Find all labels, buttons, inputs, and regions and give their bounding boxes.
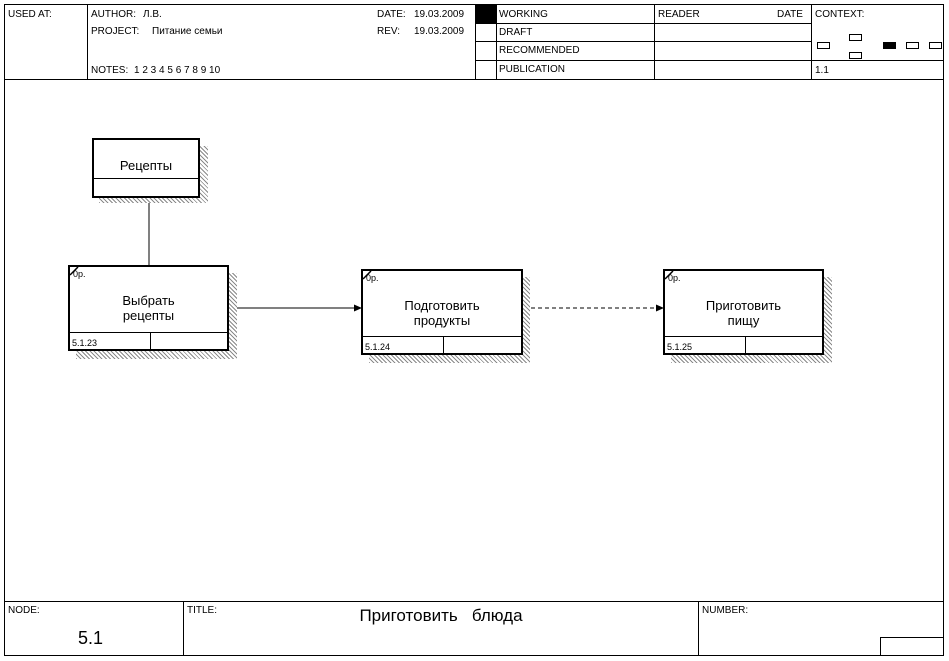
status-working: WORKING — [499, 9, 548, 20]
header-divider — [654, 4, 655, 80]
node-label: NODE: — [8, 605, 40, 616]
project-value: Питание семьи — [152, 26, 223, 37]
rev-label: REV: — [377, 26, 400, 37]
box-divider — [363, 336, 521, 337]
context-number: 1.1 — [815, 65, 829, 76]
header-block — [4, 4, 944, 80]
number-label: NUMBER: — [702, 605, 749, 616]
activity-label-select-recipes: Выбрать рецепты — [122, 293, 175, 323]
footer-divider — [183, 601, 184, 656]
activity-label-prepare-products: Подготовить продукты — [404, 298, 480, 328]
header-divider — [87, 4, 88, 80]
footer-divider — [698, 601, 699, 656]
author-label: AUTHOR: — [91, 9, 136, 20]
activity-box-prepare-products[interactable]: 0р. Подготовить продукты 5.1.24 — [361, 269, 523, 355]
corner-tick — [665, 271, 674, 280]
context-box — [849, 52, 862, 59]
notes-value: 1 2 3 4 5 6 7 8 9 10 — [134, 65, 221, 76]
author-value: Л.В. — [143, 9, 162, 20]
diagram-title: Приготовить блюда — [359, 606, 523, 625]
header-divider — [496, 4, 497, 80]
used-at-label: USED AT: — [8, 9, 52, 20]
header-divider — [475, 4, 476, 80]
box-divider — [443, 336, 444, 353]
title-label: TITLE: — [187, 605, 218, 616]
reader-date-label: DATE — [777, 9, 803, 20]
project-label: PROJECT: — [91, 26, 140, 37]
data-store-divider — [94, 178, 198, 179]
context-box — [929, 42, 942, 49]
status-row-line — [475, 60, 811, 61]
notes-label: NOTES: — [91, 65, 129, 76]
context-label: CONTEXT: — [815, 9, 865, 20]
status-row-line — [475, 41, 811, 42]
number-subbox — [880, 637, 944, 656]
node-value: 5.1 — [78, 628, 104, 648]
box-op-label: 0р. — [366, 273, 379, 283]
date-label: DATE: — [377, 9, 406, 20]
footer-top-line — [4, 601, 944, 602]
diagram-frame — [4, 4, 944, 656]
box-divider — [745, 336, 746, 353]
context-box — [906, 42, 919, 49]
working-status-marker — [476, 5, 496, 23]
activity-number: 5.1.23 — [72, 338, 98, 348]
corner-tick — [70, 267, 79, 276]
data-store-recipes[interactable]: Рецепты — [92, 138, 200, 198]
box-op-label: 0р. — [668, 273, 681, 283]
status-draft: DRAFT — [499, 27, 533, 38]
box-divider — [665, 336, 822, 337]
activity-box-cook-food[interactable]: 0р. Приготовить пищу 5.1.25 — [663, 269, 824, 355]
context-box-current — [883, 42, 896, 49]
corner-tick — [363, 271, 372, 280]
status-recommended: RECOMMENDED — [499, 45, 580, 56]
activity-box-select-recipes[interactable]: 0р. Выбрать рецепты 5.1.23 — [68, 265, 229, 351]
context-box — [849, 34, 862, 41]
activity-number: 5.1.25 — [667, 342, 693, 352]
date-value: 19.03.2009 — [414, 9, 465, 20]
box-divider — [70, 332, 227, 333]
activity-label-cook-food: Приготовить пищу — [705, 298, 782, 328]
box-op-label: 0р. — [73, 269, 86, 279]
data-store-label: Рецепты — [119, 158, 173, 173]
header-divider — [811, 4, 812, 80]
activity-number: 5.1.24 — [365, 342, 391, 352]
rev-value: 19.03.2009 — [414, 26, 465, 37]
status-publication: PUBLICATION — [499, 64, 565, 75]
context-box — [817, 42, 830, 49]
status-row-line — [475, 23, 811, 24]
box-divider — [150, 332, 151, 349]
context-row-line — [811, 60, 944, 61]
reader-label: READER — [658, 9, 700, 20]
